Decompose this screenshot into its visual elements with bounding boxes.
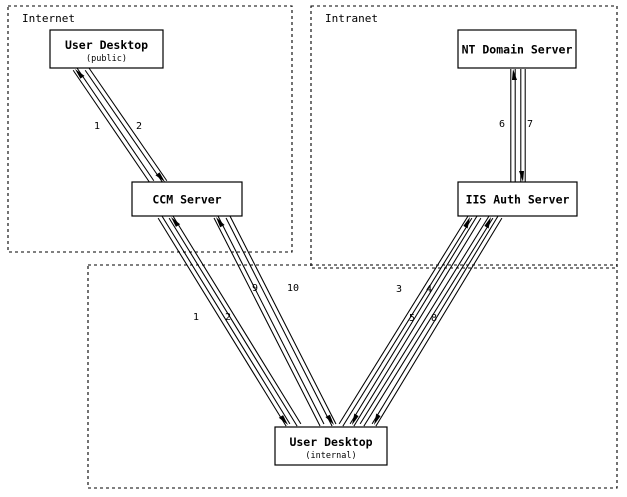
- arrowhead-flow-ccm-to-internal-10: [325, 414, 334, 425]
- step-label-step-1-public: 1: [94, 121, 100, 132]
- flow-internal-to-iis-5-rule-1: [359, 215, 490, 425]
- step-label-step-5: 5: [409, 313, 415, 324]
- step-label-step-2-public: 2: [136, 121, 142, 132]
- arrowhead-flow-iis-to-internal-8: [374, 413, 381, 425]
- flow-nt-to-iis-7: [519, 69, 526, 182]
- flow-public-to-ccm-2: [84, 67, 168, 184]
- step-label-step-3: 3: [396, 284, 402, 295]
- step-label-step-10: 10: [287, 283, 299, 294]
- diagram-nodes: User Desktop (public) CCM Server NT Domain …: [49, 29, 578, 466]
- arrowhead-flow-internal-to-iis-5: [484, 217, 491, 229]
- flow-internal-to-ccm-9-rule-0: [217, 215, 325, 425]
- flow-internal-to-iis-3-rule-0: [342, 217, 473, 427]
- flow-iis-to-internal-8: [371, 215, 503, 427]
- arrowhead-flow-internal-to-ccm-2: [171, 217, 181, 227]
- arrowhead-flow-ccm-to-public-1: [75, 69, 85, 79]
- zone-label-intranet: Intranet: [325, 12, 378, 25]
- node-title-nt-domain-server: NT Domain Server: [462, 43, 573, 57]
- step-label-step-7: 7: [527, 119, 533, 130]
- flow-internal-to-ccm-9: [213, 215, 325, 427]
- arrowhead-flow-internal-to-ccm-9: [216, 217, 225, 228]
- node-title-ccm-server: CCM Server: [152, 193, 221, 207]
- node-title-user-desktop-internal: User Desktop: [289, 435, 372, 449]
- flow-iis-to-internal-4-rule-0: [349, 215, 478, 425]
- flow-public-to-ccm-2-rule-1: [88, 67, 168, 182]
- node-nt-domain-server[interactable]: NT Domain Server: [457, 29, 577, 69]
- flow-arrows: [72, 67, 526, 427]
- node-box-ccm-server[interactable]: [131, 181, 243, 217]
- arrowhead-flow-nt-to-iis-7: [519, 171, 524, 182]
- node-subtitle-user-desktop-internal: (internal): [305, 451, 356, 461]
- step-label-step-2-internal: 2: [225, 312, 231, 323]
- node-box-user-desktop-public[interactable]: [49, 29, 164, 69]
- arrowhead-flow-iis-to-internal-4: [352, 413, 359, 425]
- flow-iis-to-internal-4-rule-1: [353, 217, 482, 427]
- flow-internal-to-iis-3-rule-1: [338, 215, 469, 425]
- node-box-nt-domain-server[interactable]: [457, 29, 577, 69]
- node-box-user-desktop-internal[interactable]: [274, 426, 388, 466]
- flow-iis-to-nt-6: [510, 69, 517, 182]
- flow-ccm-to-public-1: [72, 67, 155, 184]
- flow-ccm-to-internal-1: [157, 215, 291, 427]
- flow-ccm-to-internal-1-rule-1: [161, 215, 291, 425]
- step-label-step-8: 8: [431, 313, 437, 324]
- flow-ccm-to-internal-10-rule-1: [229, 215, 337, 425]
- arrowhead-flow-public-to-ccm-2: [155, 172, 165, 182]
- node-box-iis-auth-server[interactable]: [457, 181, 578, 217]
- step-label-step-1-internal: 1: [193, 312, 199, 323]
- flow-internal-to-iis-3: [338, 215, 473, 427]
- node-ccm-server[interactable]: CCM Server: [131, 181, 243, 217]
- flow-internal-to-ccm-9-rule-1: [213, 217, 321, 427]
- arrowhead-flow-iis-to-nt-6: [512, 69, 517, 80]
- node-user-desktop-internal[interactable]: User Desktop (internal): [274, 426, 388, 466]
- flow-ccm-to-internal-1-rule-0: [157, 217, 287, 427]
- flow-iis-to-internal-8-rule-0: [371, 215, 499, 425]
- flow-internal-to-ccm-2-rule-0: [172, 215, 302, 425]
- flow-ccm-to-public-1-rule-1: [72, 69, 151, 184]
- flow-internal-to-iis-5-rule-0: [363, 217, 494, 427]
- flow-ccm-to-public-1-rule-0: [76, 67, 155, 182]
- node-title-user-desktop-public: User Desktop: [65, 38, 148, 52]
- zone-label-internet: Internet: [22, 12, 75, 25]
- flow-public-to-ccm-2-rule-0: [84, 69, 164, 184]
- arrowhead-flow-ccm-to-internal-1: [278, 415, 288, 425]
- flow-iis-to-internal-4: [349, 215, 482, 427]
- zone-boundary-intranet: [310, 5, 618, 269]
- flow-internal-to-iis-5: [359, 215, 494, 427]
- node-user-desktop-public[interactable]: User Desktop (public): [49, 29, 164, 69]
- step-number-labels: 1 2 6 7 9 10 1 2 3 4 5 8: [94, 119, 533, 324]
- flow-internal-to-ccm-2-rule-1: [168, 217, 298, 427]
- node-iis-auth-server[interactable]: IIS Auth Server: [457, 181, 578, 217]
- flow-iis-to-internal-8-rule-1: [375, 217, 503, 427]
- step-label-step-6: 6: [499, 119, 505, 130]
- flow-ccm-to-internal-10: [225, 215, 337, 427]
- zone-boundary-internet: [7, 5, 293, 253]
- zone-boundary-internal: [87, 264, 618, 489]
- node-title-iis-auth-server: IIS Auth Server: [466, 193, 570, 207]
- zone-boundaries: Internet Intranet: [7, 5, 618, 489]
- flow-internal-to-ccm-2: [168, 215, 302, 427]
- arrowhead-flow-internal-to-iis-3: [463, 217, 470, 229]
- step-label-step-9: 9: [252, 283, 258, 294]
- node-subtitle-user-desktop-public: (public): [86, 54, 127, 64]
- flow-ccm-to-internal-10-rule-0: [225, 217, 333, 427]
- step-label-step-4: 4: [426, 284, 432, 295]
